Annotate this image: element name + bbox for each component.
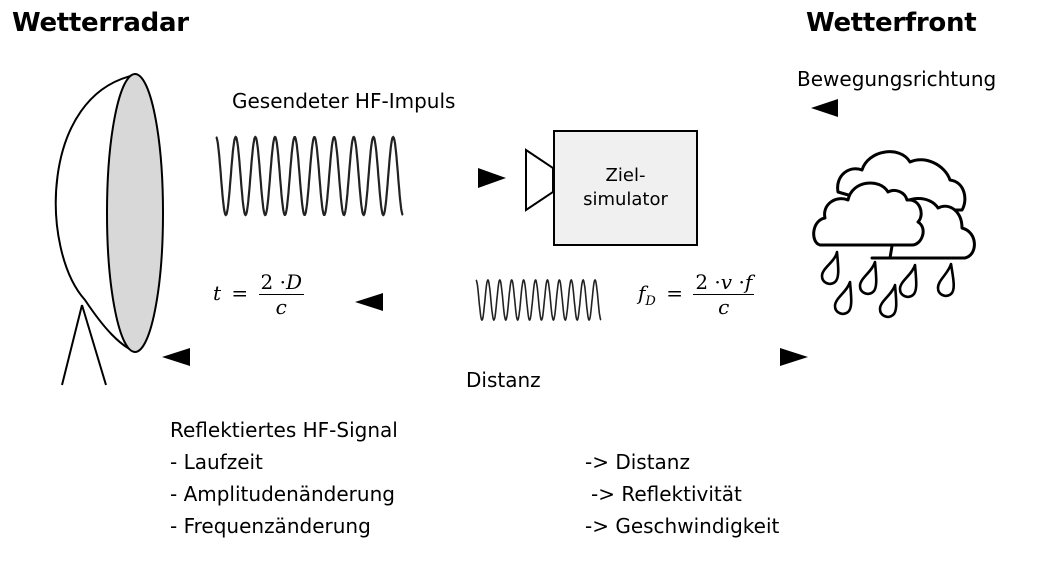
arrow-left-icon [162,348,190,366]
formula-fraction: 2 ·D c [258,270,305,319]
front-title: Wetterfront [806,8,977,38]
formula-fraction: 2 ·v ·f c [693,270,755,319]
result-item: -> Geschwindigkeit [585,514,780,538]
target-simulator-label-line1: Ziel- [605,165,646,186]
time-formula: t = 2 ·D c [213,270,305,319]
arrow-right-icon [478,168,506,188]
target-simulator-box: Ziel- simulator [553,130,698,246]
result-item: -> Distanz [585,450,690,474]
formula-lhs: f [638,281,646,305]
rain-cloud-icon [812,150,976,319]
result-item: -> Reflektivität [591,482,742,506]
arrow-left-icon [811,99,838,117]
radar-dish-icon [54,73,164,386]
doppler-formula: fD = 2 ·v ·f c [638,270,755,319]
horn-antenna-icon [525,148,554,212]
sent-pulse-label: Gesendeter HF-Impuls [232,89,456,113]
measure-item: - Amplitudenänderung [170,482,395,506]
arrow-left-icon [355,293,383,311]
formula-lhs: t [213,281,222,305]
target-simulator-label-line2: simulator [583,189,668,210]
radar-title: Wetterradar [12,8,189,38]
sine-wave-icon [215,135,404,217]
measure-item: - Frequenzänderung [170,514,371,538]
reflected-heading: Reflektiertes HF-Signal [170,418,398,442]
distance-label: Distanz [466,368,541,392]
sine-wave-icon [475,278,602,322]
measure-item: - Laufzeit [170,450,263,474]
arrow-right-icon [780,348,808,366]
movement-direction-label: Bewegungsrichtung [797,67,997,91]
